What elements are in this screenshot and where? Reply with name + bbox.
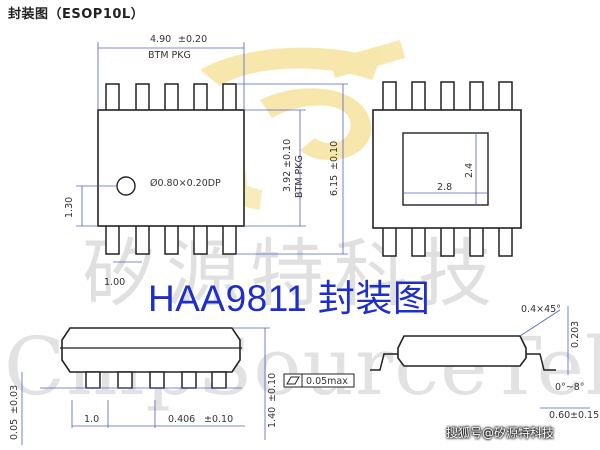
top-view-pin bbox=[193, 223, 208, 255]
bottom-view-pin bbox=[498, 225, 513, 257]
foot-length: 0.60 bbox=[549, 410, 570, 421]
standoff-tol: ±0.03 bbox=[9, 385, 20, 414]
pad-width: 2.8 bbox=[437, 182, 452, 193]
top-view-pin bbox=[105, 83, 120, 113]
bottom-view-pin bbox=[440, 225, 455, 257]
height-tol: ±0.10 bbox=[282, 139, 293, 168]
top-view-pin bbox=[193, 83, 208, 113]
side-height-value: 1.40 bbox=[267, 407, 278, 428]
end-view: 0.4×45° 0.203 0°~8° 0.60 ±0.15 bbox=[370, 304, 599, 421]
top-view-pin bbox=[105, 223, 120, 255]
top-view: Ø0.80×0.20DP 4.90 ±0.20 BTM PKG 3.92 ±0.… bbox=[64, 34, 348, 288]
height-value: 3.92 bbox=[282, 171, 293, 192]
source-watermark: 搜狐号@矽源特科技 bbox=[446, 426, 555, 440]
side-pitch: 1.0 bbox=[84, 414, 99, 425]
side-view-lead bbox=[117, 371, 133, 389]
end-view-lead bbox=[370, 353, 398, 371]
bottom-view-pin bbox=[411, 81, 426, 113]
bottom-view-pin bbox=[411, 225, 426, 257]
bottom-view-pin bbox=[469, 225, 484, 257]
package-heading: HAA9811 封装图 bbox=[148, 278, 431, 319]
chamfer: 0.4×45° bbox=[521, 304, 561, 315]
bottom-view: 2.8 2.4 bbox=[372, 81, 522, 257]
height-note: BTM PKG bbox=[294, 155, 305, 198]
top-view-pin bbox=[164, 83, 179, 113]
width-tol: ±0.20 bbox=[178, 34, 207, 45]
side-view-body bbox=[61, 327, 241, 373]
top-view-pin bbox=[222, 83, 237, 113]
side-view-lead bbox=[211, 371, 227, 389]
coplanarity: 0.05max bbox=[306, 376, 348, 387]
side-view-lead bbox=[181, 371, 197, 389]
total-tol: ±0.10 bbox=[329, 141, 340, 170]
bottom-view-pin bbox=[498, 81, 513, 113]
side-view-lead bbox=[149, 371, 165, 389]
angle: 0°~8° bbox=[555, 382, 585, 393]
top-view-body bbox=[97, 109, 245, 227]
flatness-icon bbox=[286, 376, 300, 385]
page-title: 封装图（ESOP10L） bbox=[8, 7, 145, 22]
pitch-label: 1.00 bbox=[104, 277, 125, 288]
bottom-view-pin bbox=[382, 81, 397, 113]
width-note: BTM PKG bbox=[148, 50, 191, 61]
bottom-view-pin bbox=[469, 81, 484, 113]
left-dim: 1.30 bbox=[64, 197, 75, 218]
top-view-pin bbox=[135, 83, 150, 113]
lead-width-tol: ±0.10 bbox=[204, 414, 233, 425]
top-view-pin bbox=[222, 223, 237, 255]
lead-thickness: 0.203 bbox=[570, 321, 581, 348]
bottom-view-pin bbox=[440, 81, 455, 113]
standoff-value: 0.05 bbox=[9, 419, 20, 440]
pad-height: 2.4 bbox=[464, 163, 475, 178]
width-value: 4.90 bbox=[150, 34, 171, 45]
total-value: 6.15 bbox=[329, 175, 340, 196]
end-view-lead bbox=[526, 353, 556, 371]
top-view-pin bbox=[164, 223, 179, 255]
end-view-body bbox=[397, 335, 527, 367]
pad-label: Ø0.80×0.20DP bbox=[150, 178, 221, 189]
top-view-pin bbox=[135, 223, 150, 255]
exposed-pad bbox=[402, 132, 489, 206]
bottom-view-pin bbox=[382, 225, 397, 257]
pin1-marker bbox=[116, 176, 136, 196]
side-height-tol: ±0.10 bbox=[267, 373, 278, 402]
foot-length-tol: ±0.15 bbox=[570, 410, 599, 421]
lead-width: 0.406 bbox=[168, 414, 195, 425]
side-view-lead bbox=[85, 371, 101, 389]
side-view: 1.0 0.406 ±0.10 0.05 ±0.03 1.40 ±0.10 0.… bbox=[9, 327, 355, 445]
